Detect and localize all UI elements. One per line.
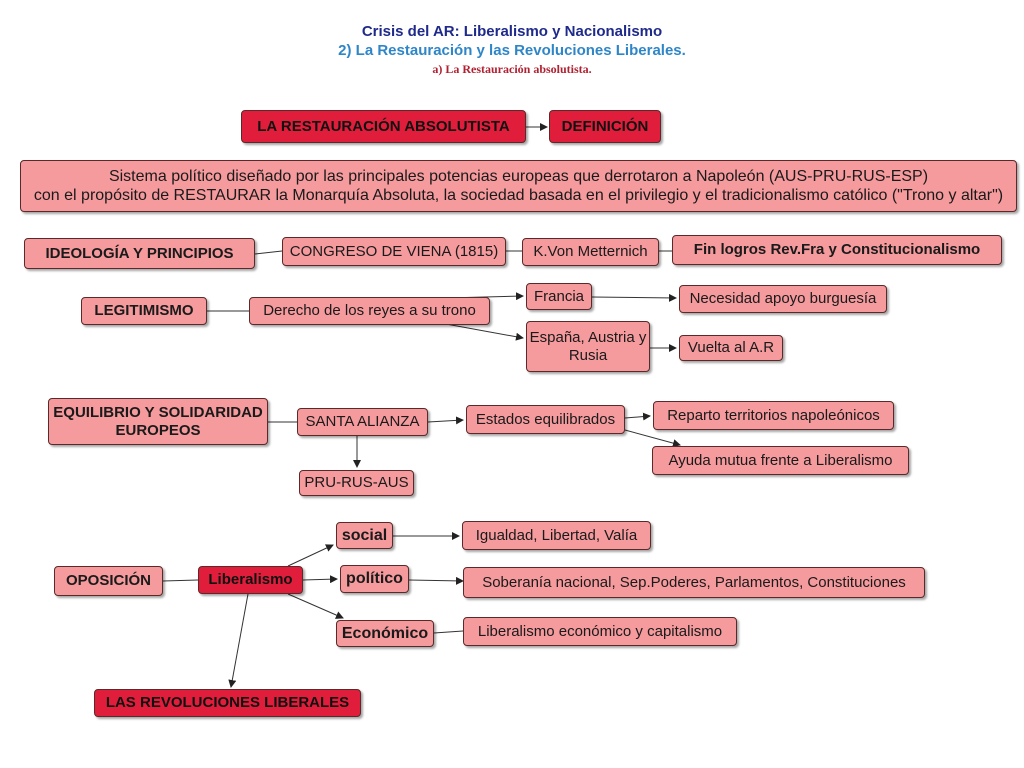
node-reparto-territorios: Reparto territorios napoleónicos — [653, 401, 894, 430]
node-liberalismo-economico: Liberalismo económico y capitalismo — [463, 617, 737, 646]
node-santa-alianza: SANTA ALIANZA — [297, 408, 428, 436]
node-liberalismo: Liberalismo — [198, 566, 303, 594]
link-santa-estados — [427, 416, 464, 425]
node-estados-equilibrados: Estados equilibrados — [466, 405, 625, 434]
link-liberalismo-politico — [302, 575, 338, 584]
definition-line-2: con el propósito de RESTAURAR la Monarqu… — [33, 187, 1004, 204]
node-revoluciones-liberales: LAS REVOLUCIONES LIBERALES — [94, 689, 361, 717]
link-ideologia-congreso — [254, 250, 283, 255]
page-subtitle: 2) La Restauración y las Revoluciones Li… — [338, 42, 686, 59]
node-derecho-reyes: Derecho de los reyes a su trono — [249, 297, 490, 325]
node-oposicion: OPOSICIÓN — [54, 566, 163, 596]
node-politico: político — [340, 565, 409, 593]
link-derecho-espana — [445, 323, 524, 341]
node-social: social — [336, 522, 393, 549]
node-espana-austria-rusia: España, Austria y Rusia — [526, 321, 650, 372]
node-legitimismo: LEGITIMISMO — [81, 297, 207, 325]
link-liberalismo-revoluciones — [228, 593, 249, 688]
section-heading: a) La Restauración absolutista. — [432, 62, 592, 76]
link-liberalismo-social — [287, 544, 334, 567]
definition-line-1: Sistema político diseñado por las princi… — [108, 167, 929, 185]
node-restauracion-absolutista: LA RESTAURACIÓN ABSOLUTISTA — [241, 110, 526, 143]
node-francia: Francia — [526, 283, 592, 310]
node-fin-logros: Fin logros Rev.Fra y Constitucionalismo — [672, 235, 1002, 265]
node-economico: Económico — [336, 620, 434, 647]
node-metternich: K.Von Metternich — [522, 238, 659, 266]
node-pru-rus-aus: PRU-RUS-AUS — [299, 470, 414, 496]
page-title: Crisis del AR: Liberalismo y Nacionalism… — [361, 23, 663, 40]
node-necesidad-burguesia: Necesidad apoyo burguesía — [679, 285, 887, 313]
node-vuelta-ar: Vuelta al A.R — [679, 335, 783, 361]
link-politico-soberania — [408, 576, 464, 585]
link-liberalismo-economico — [287, 593, 344, 619]
node-ayuda-mutua: Ayuda mutua frente a Liberalismo — [652, 446, 909, 475]
link-estados-reparto — [624, 412, 651, 421]
node-congreso-viena: CONGRESO DE VIENA (1815) — [282, 237, 506, 266]
link-estados-ayuda — [624, 429, 681, 448]
node-definition-text: Sistema político diseñado por las princi… — [20, 160, 1017, 212]
node-equilibrio-solidaridad: EQUILIBRIO Y SOLIDARIDAD EUROPEOS — [48, 398, 268, 445]
node-definicion: DEFINICIÓN — [549, 110, 661, 143]
link-francia-necesidad — [591, 293, 677, 302]
node-igualdad-libertad: Igualdad, Libertad, Valía — [462, 521, 651, 550]
link-oposicion-liberalismo — [162, 579, 199, 582]
node-soberania-nacional: Soberanía nacional, Sep.Poderes, Parlame… — [463, 567, 925, 598]
node-ideologia-principios: IDEOLOGÍA Y PRINCIPIOS — [24, 238, 255, 269]
link-economico-libecon — [433, 630, 464, 634]
